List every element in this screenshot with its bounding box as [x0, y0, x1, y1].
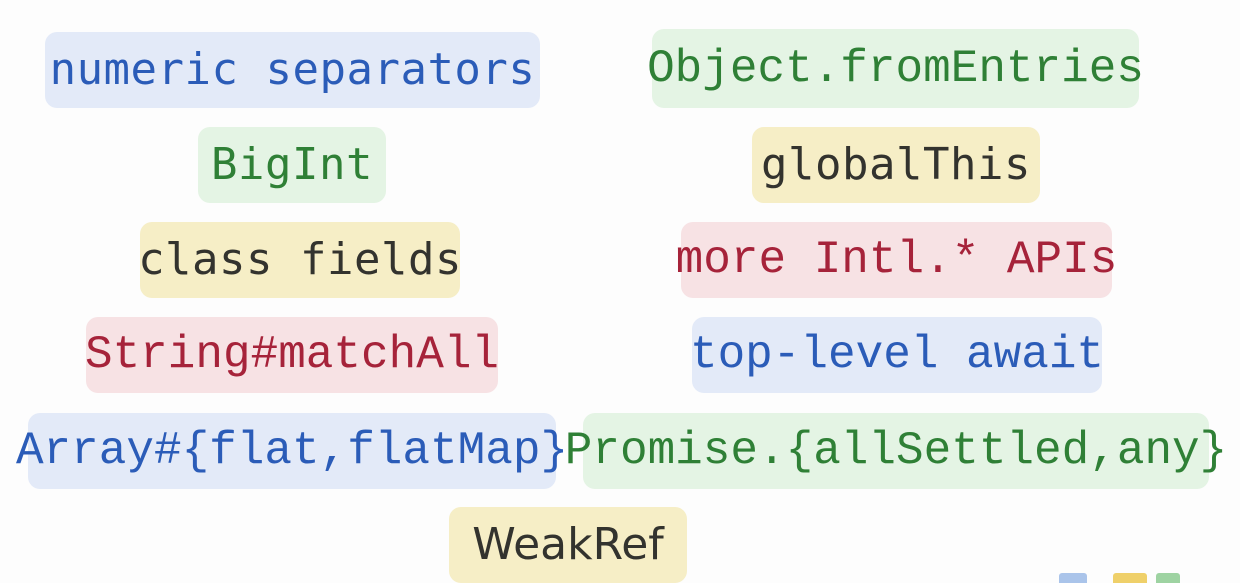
chip-string-matchall: String#matchAll — [85, 317, 499, 393]
chip-class-fields: class fields — [138, 222, 461, 298]
chip-numeric-separators: numeric separators — [45, 32, 540, 108]
chip-bigint: BigInt — [198, 127, 386, 203]
chip-top-level-await: top-level await — [690, 317, 1104, 393]
chip-more-intl-apis: more Intl.* APIs — [676, 222, 1117, 298]
chip-array-flat-flatmap: Array#{flat,flatMap} — [16, 413, 568, 489]
chip-globalthis: globalThis — [752, 127, 1040, 203]
chip-promise-allsettled-any: Promise.{allSettled,any} — [565, 413, 1227, 489]
clipped-chip-mini-blue — [1059, 573, 1087, 583]
chip-object-fromentries: Object.fromEntries — [647, 29, 1144, 108]
clipped-chip-mini-yellow — [1113, 573, 1147, 583]
clipped-chip-mini-green — [1156, 573, 1180, 583]
chip-weakref: WeakRef — [449, 507, 687, 583]
